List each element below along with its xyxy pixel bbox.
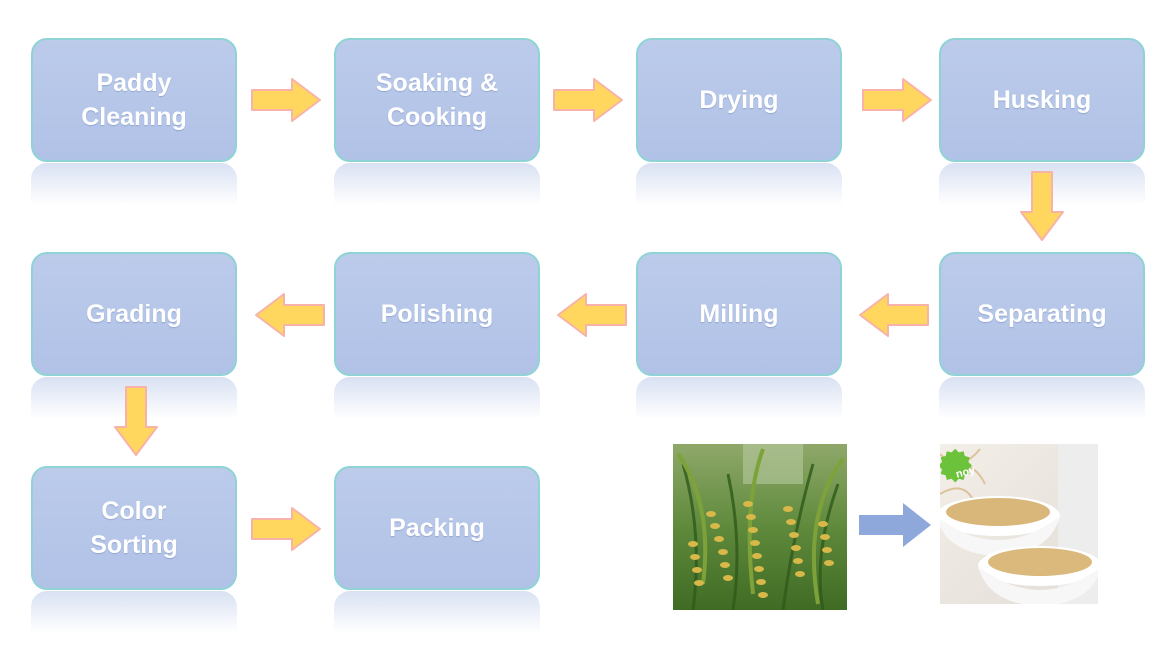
reflection [31, 163, 237, 205]
arrow-left-icon [557, 293, 627, 337]
parboiled-rice-bowls-photo: noy [940, 444, 1098, 604]
reflection [636, 163, 842, 205]
rice-paddy-photo [673, 444, 847, 610]
step-grading: Grading [31, 252, 237, 376]
reflection [31, 591, 237, 633]
step-milling: Milling [636, 252, 842, 376]
step-separating: Separating [939, 252, 1145, 376]
arrow-right-icon [251, 78, 321, 122]
arrow-right-icon [251, 507, 321, 551]
step-paddy-cleaning: Paddy Cleaning [31, 38, 237, 162]
reflection [334, 591, 540, 633]
reflection [334, 377, 540, 419]
arrow-right-icon [859, 503, 931, 547]
arrow-down-icon [1020, 171, 1064, 241]
step-husking: Husking [939, 38, 1145, 162]
arrow-down-icon [114, 386, 158, 456]
arrow-right-icon [862, 78, 932, 122]
step-soaking-cooking: Soaking & Cooking [334, 38, 540, 162]
step-polishing: Polishing [334, 252, 540, 376]
step-drying: Drying [636, 38, 842, 162]
arrow-right-icon [553, 78, 623, 122]
arrow-left-icon [859, 293, 929, 337]
reflection [334, 163, 540, 205]
arrow-left-icon [255, 293, 325, 337]
step-color-sorting: Color Sorting [31, 466, 237, 590]
brand-badge-icon: noy [940, 448, 978, 483]
step-packing: Packing [334, 466, 540, 590]
svg-text:noy: noy [955, 464, 978, 481]
reflection [636, 377, 842, 419]
reflection [939, 377, 1145, 419]
